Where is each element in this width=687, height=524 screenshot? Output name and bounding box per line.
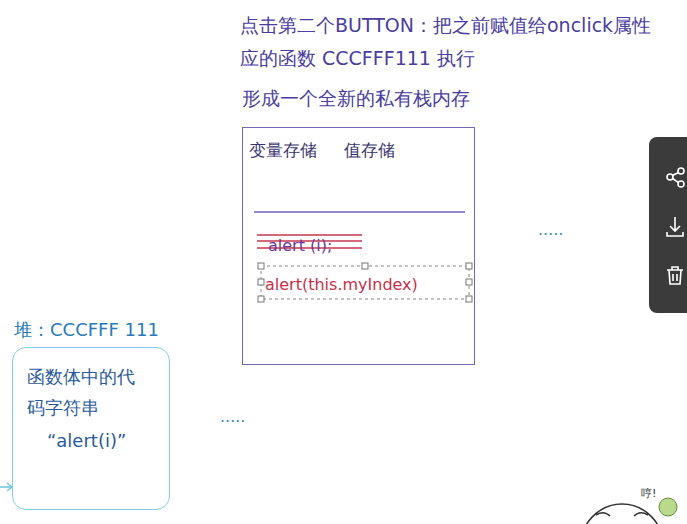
speech-text: 哼! — [641, 486, 656, 501]
ellipsis-mark: ..... — [220, 407, 245, 426]
code-string: “alert(i)” — [47, 426, 126, 457]
pointer-arrow — [0, 483, 12, 491]
column-header: 变量存储 — [249, 136, 317, 165]
note-text: 形成一个全新的私有栈内存 — [242, 86, 470, 112]
stack-memory-box: 变量存储值存储 alert (i); alert(this.myIndex) — [242, 127, 475, 365]
body-text: 函数体中的代码字符串 — [27, 362, 143, 423]
new-code-text: alert(this.myIndex) — [265, 271, 418, 298]
heading-text: 点击第二个BUTTON：把之前赋值给onclick属性 应的函数 CCCFFF1… — [240, 9, 687, 75]
selection-frame — [258, 263, 472, 302]
heap-memory-box: 堆：CCCFFF 111函数体中的代码字符串“alert(i)” — [12, 347, 170, 510]
column-header: 值存储 — [344, 136, 395, 165]
cartoon-figure — [580, 498, 677, 524]
heap-heading: 堆：CCCFFF 111 — [14, 315, 159, 346]
old-code-text: alert (i); — [268, 232, 332, 259]
ellipsis-mark: ..... — [538, 220, 563, 239]
divider-line — [254, 211, 465, 213]
tool-panel — [649, 137, 687, 313]
